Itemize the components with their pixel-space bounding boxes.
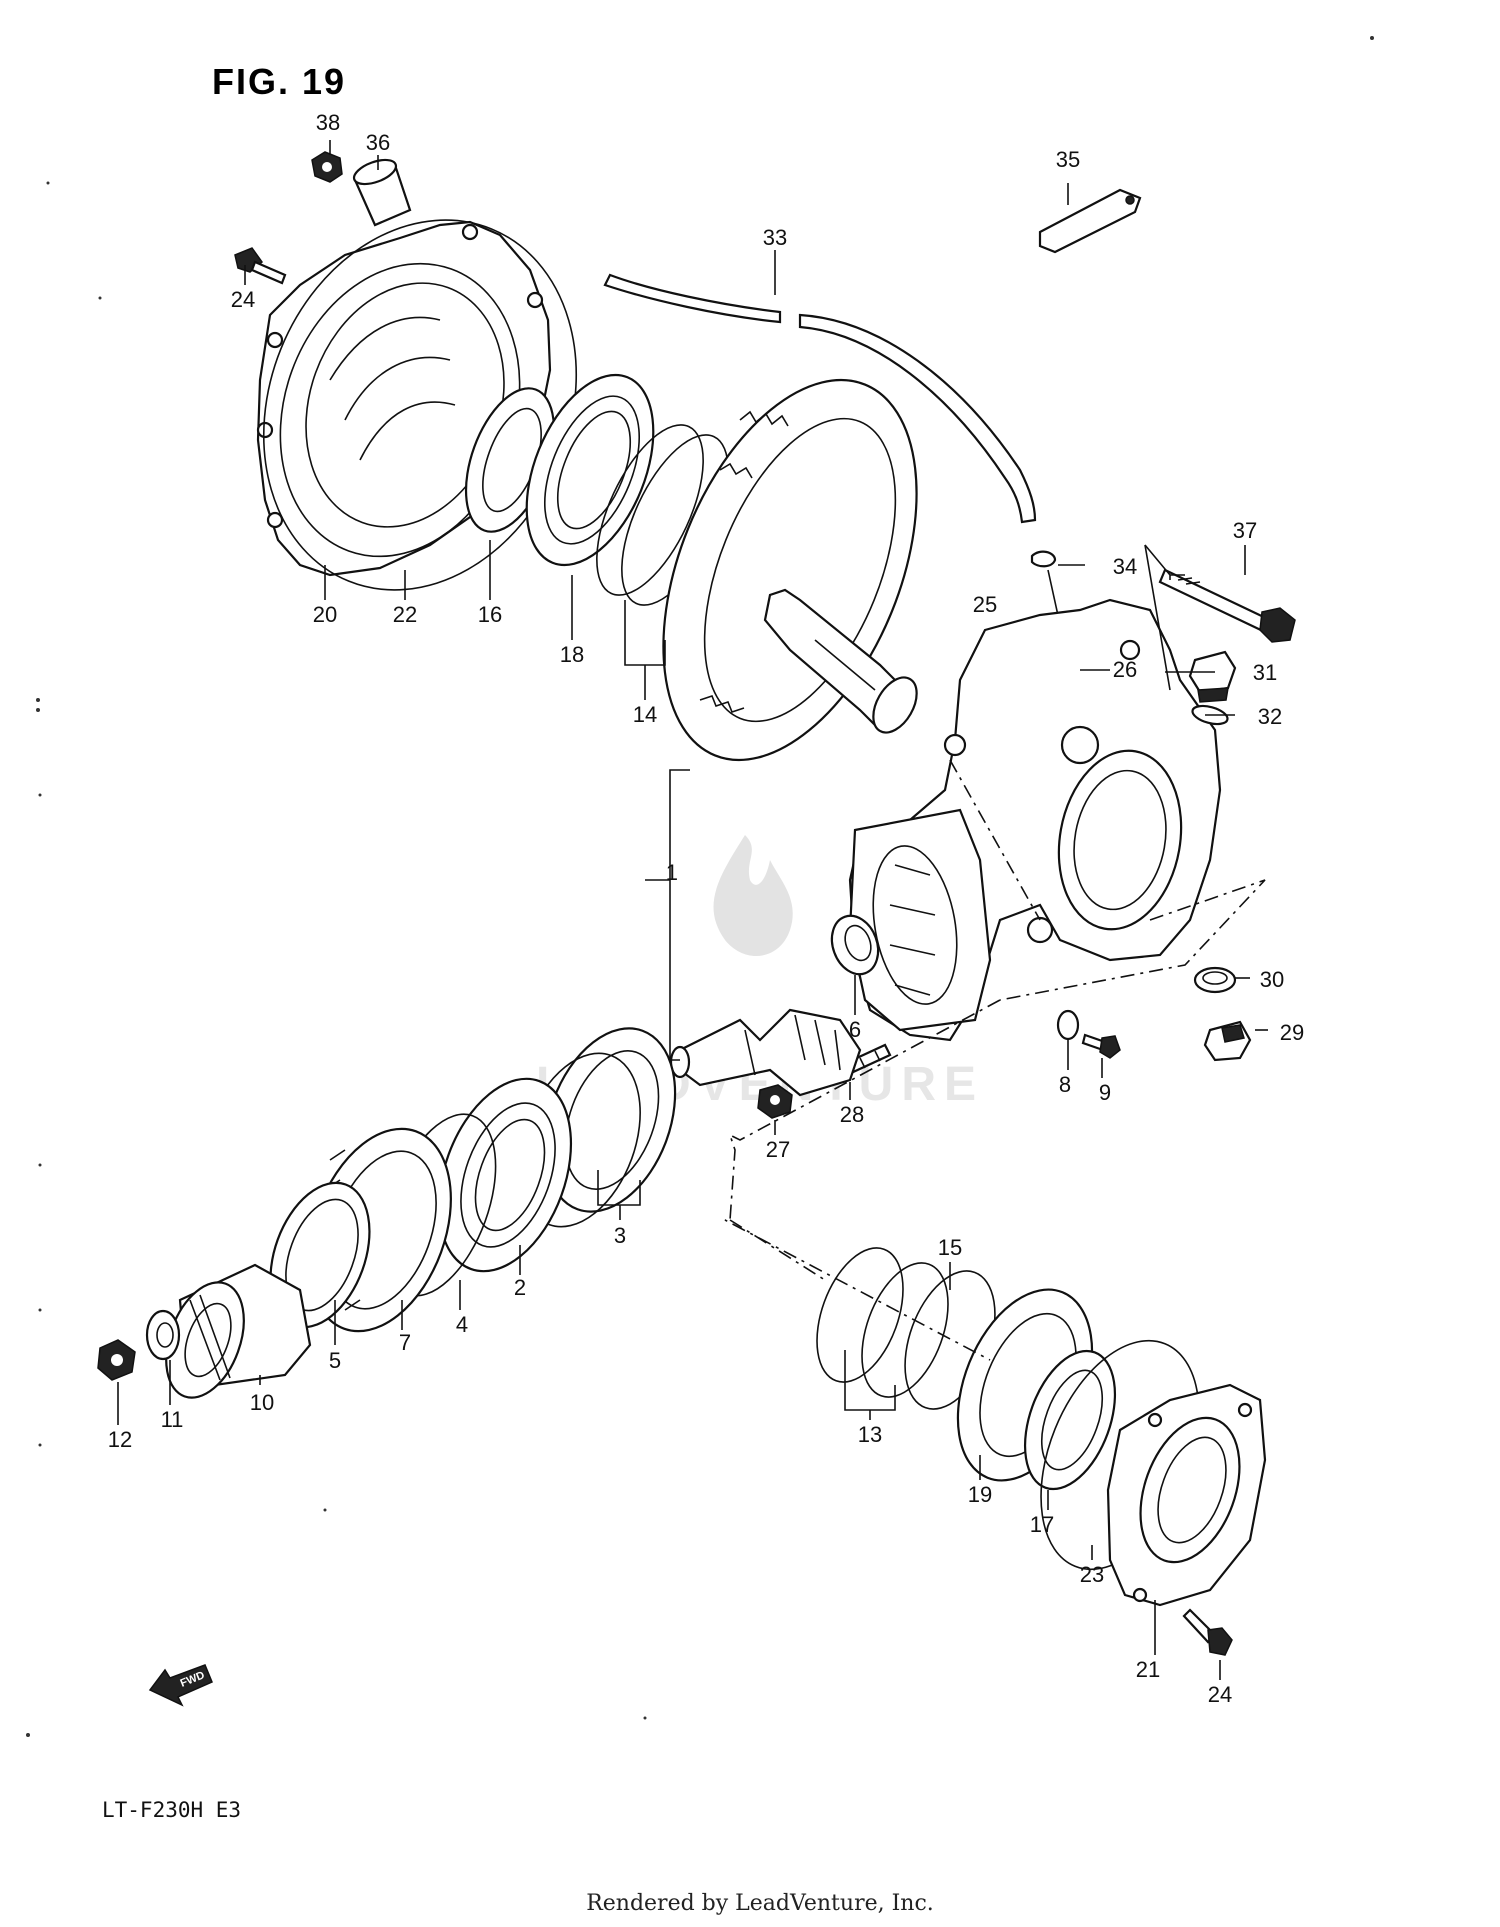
part-29-plug: [1203, 1020, 1252, 1062]
label-5: 5: [329, 1348, 341, 1373]
part-12-nut: [97, 1339, 136, 1381]
label-29: 29: [1280, 1020, 1304, 1045]
label-12: 12: [108, 1427, 132, 1452]
label-33: 33: [763, 225, 787, 250]
label-18: 18: [560, 642, 584, 667]
label-31: 31: [1253, 660, 1277, 685]
label-23: 23: [1080, 1562, 1104, 1587]
label-28: 28: [840, 1102, 864, 1127]
label-34: 34: [1113, 554, 1137, 579]
label-16: 16: [478, 602, 502, 627]
label-17: 17: [1030, 1512, 1054, 1537]
scan-specks: [26, 36, 1374, 1737]
label-24-top: 24: [231, 287, 255, 312]
assembly-connectors: [724, 759, 1266, 1361]
label-13: 13: [858, 1422, 882, 1447]
part-17-oil-seal: [1023, 1349, 1117, 1491]
model-code: LT-F230H E3: [102, 1798, 241, 1822]
label-9: 9: [1099, 1080, 1111, 1105]
label-24-bottom: 24: [1208, 1682, 1232, 1707]
label-38: 38: [316, 110, 340, 135]
part-35-clamp: [1038, 188, 1142, 254]
label-36: 36: [366, 130, 390, 155]
label-11: 11: [161, 1407, 184, 1432]
part-labels: 1 2 3 4 5 6 7 8 9 10 11 12 13 14 15 16 1…: [108, 110, 1304, 1707]
part-1-ring-gear: [662, 378, 918, 762]
label-37: 37: [1233, 518, 1257, 543]
label-19: 19: [968, 1482, 992, 1507]
part-38-nut: [311, 151, 343, 183]
label-22: 22: [393, 602, 417, 627]
part-33-breather-hose: [603, 273, 1037, 524]
label-7: 7: [399, 1330, 411, 1355]
part-13-shims: [816, 1247, 949, 1398]
part-30-washer: [1193, 966, 1237, 994]
label-21: 21: [1136, 1657, 1160, 1682]
part-6-needle-bearing: [830, 914, 880, 976]
label-35: 35: [1056, 147, 1080, 172]
leader-lines: [117, 140, 1268, 1680]
part-24-bolt-top: [234, 247, 287, 285]
part-1-drive-pinion: [669, 1008, 862, 1097]
part-11-washer: [145, 1309, 181, 1361]
part-31-plug: [1188, 650, 1237, 703]
part-27-nut: [757, 1084, 793, 1119]
label-10: 10: [250, 1390, 274, 1415]
label-26: 26: [1113, 657, 1137, 682]
label-27: 27: [766, 1137, 790, 1162]
label-32: 32: [1258, 704, 1282, 729]
label-6: 6: [849, 1017, 861, 1042]
part-2-bearing: [437, 1077, 573, 1273]
label-14: 14: [633, 702, 657, 727]
part-37-bolt: [1158, 568, 1296, 643]
footer-credit: Rendered by LeadVenture, Inc.: [586, 1891, 934, 1916]
part-36-breather-fitting: [352, 158, 412, 227]
label-1: 1: [666, 860, 678, 885]
label-15: 15: [938, 1235, 962, 1260]
fwd-arrow-icon: FWD: [148, 1664, 213, 1707]
label-8: 8: [1059, 1072, 1071, 1097]
label-30: 30: [1260, 967, 1284, 992]
label-25: 25: [973, 592, 997, 617]
part-21-cover: [1106, 1383, 1267, 1607]
label-4: 4: [456, 1312, 468, 1337]
part-24-bolt-bottom: [1182, 1608, 1233, 1656]
label-3: 3: [614, 1223, 626, 1248]
part-8-washer: [1056, 1009, 1080, 1041]
figure-title: FIG. 19: [212, 61, 346, 102]
label-2: 2: [514, 1275, 526, 1300]
part-10-coupling: [165, 1263, 312, 1399]
part-25-final-gear-case: [848, 598, 1222, 1042]
label-20: 20: [313, 602, 337, 627]
part-18-bearing: [525, 373, 655, 567]
part-9-bolt: [1081, 1033, 1121, 1059]
